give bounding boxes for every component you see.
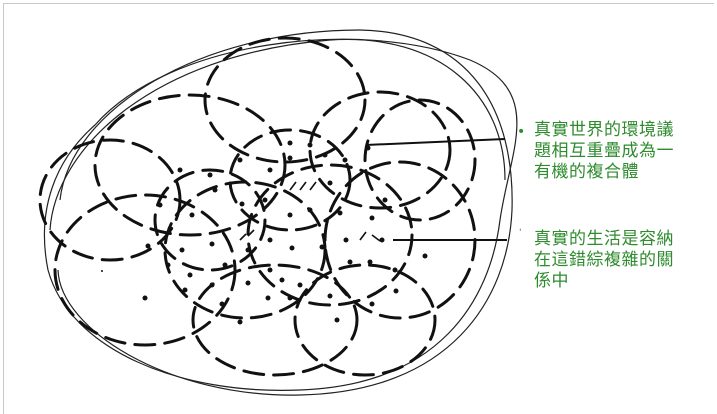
outer-boundary-stroke bbox=[44, 39, 516, 390]
pointer-line-1 bbox=[366, 139, 505, 145]
annotation-interlocking-issues: 真實世界的環境議 題相互重疊成為一 有機的複合體 bbox=[534, 120, 714, 183]
outer-boundary-stroke bbox=[50, 39, 505, 230]
dashed-circle bbox=[55, 195, 235, 345]
bullet-dot: • bbox=[517, 125, 525, 139]
dashed-circle bbox=[365, 100, 475, 220]
annotation-complex-life: 真實的生活是容納 在這錯綜複雜的關 係中 bbox=[534, 229, 714, 292]
dashed-circle bbox=[295, 265, 435, 375]
dashed-circle bbox=[193, 265, 357, 375]
bullet-dot: ' bbox=[519, 226, 521, 240]
